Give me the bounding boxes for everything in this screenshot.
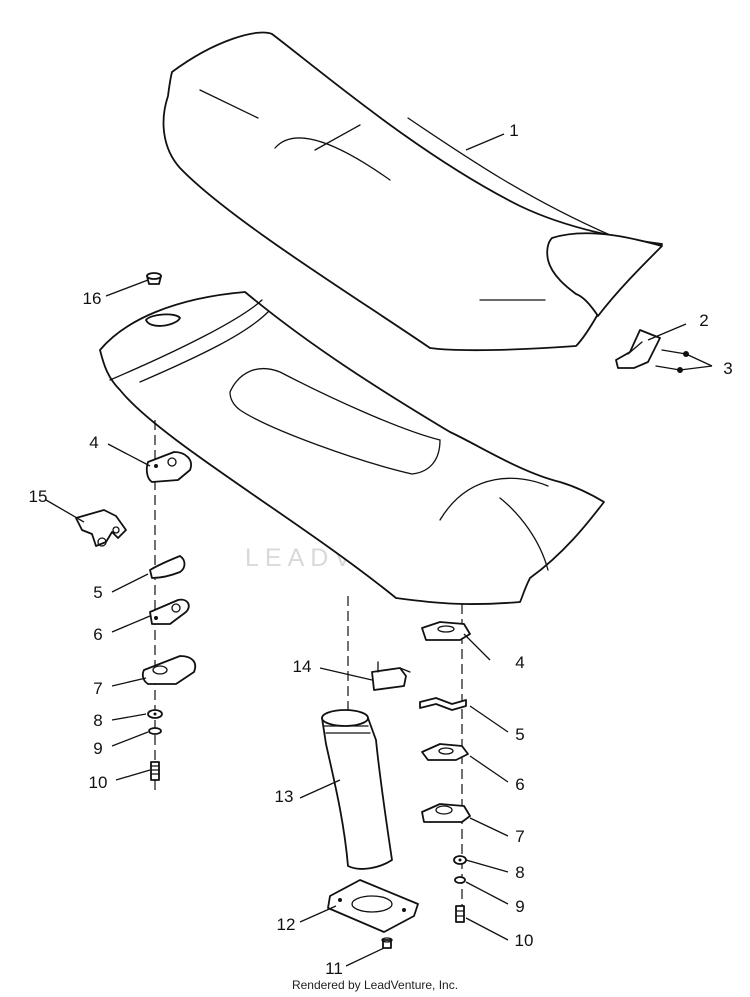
callout-11: 11 — [325, 959, 343, 978]
hose-tube — [321, 709, 393, 870]
callout-2: 2 — [699, 311, 708, 330]
callout-15: 15 — [29, 487, 48, 506]
callout-7-right: 7 — [515, 827, 524, 846]
bolt-right — [455, 905, 465, 923]
callout-9-left: 9 — [93, 739, 102, 758]
screw-bottom — [381, 937, 393, 949]
bracket — [615, 329, 661, 369]
washer-left — [147, 709, 163, 719]
callout-6-right: 6 — [515, 775, 524, 794]
spacer-sleeve-left — [149, 555, 186, 579]
lock-washer-left — [148, 727, 162, 735]
callout-labels: 1 2 3 4 4 5 5 6 6 7 7 8 8 9 9 10 10 11 1… — [29, 121, 733, 978]
callout-4-right: 4 — [515, 653, 524, 672]
leader-lines — [45, 133, 713, 967]
lock-washer-right — [454, 876, 466, 884]
seat-cover — [162, 31, 663, 352]
washer-right — [453, 855, 467, 865]
callout-9-right: 9 — [515, 897, 524, 916]
callout-6-left: 6 — [93, 625, 102, 644]
callout-5-left: 5 — [93, 583, 102, 602]
callout-5-right: 5 — [515, 725, 524, 744]
grommet-top — [146, 272, 162, 285]
gasket-plate-left — [149, 598, 190, 625]
seat-base — [99, 291, 605, 605]
callout-12: 12 — [277, 915, 296, 934]
mount-base-right — [421, 803, 471, 823]
callout-16: 16 — [83, 289, 102, 308]
callout-13: 13 — [275, 787, 294, 806]
callout-4-left: 4 — [89, 433, 98, 452]
render-credit: Rendered by LeadVenture, Inc. — [291, 978, 459, 992]
spacer-clip-right — [419, 697, 467, 711]
mounting-flange — [327, 879, 419, 933]
callout-14: 14 — [293, 657, 312, 676]
gasket-plate-right — [421, 743, 469, 761]
callout-7-left: 7 — [93, 679, 102, 698]
callout-10-right: 10 — [515, 931, 534, 950]
bolt-left — [150, 761, 160, 781]
callout-1: 1 — [509, 121, 518, 140]
mount-block-right — [421, 621, 471, 641]
mount-base-left — [141, 655, 197, 685]
callout-10-left: 10 — [89, 773, 108, 792]
clip-center — [371, 661, 411, 691]
latch-clip — [75, 509, 127, 547]
callout-3: 3 — [723, 359, 732, 378]
mount-block-left — [145, 451, 192, 483]
callout-8-right: 8 — [515, 863, 524, 882]
callout-8-left: 8 — [93, 711, 102, 730]
